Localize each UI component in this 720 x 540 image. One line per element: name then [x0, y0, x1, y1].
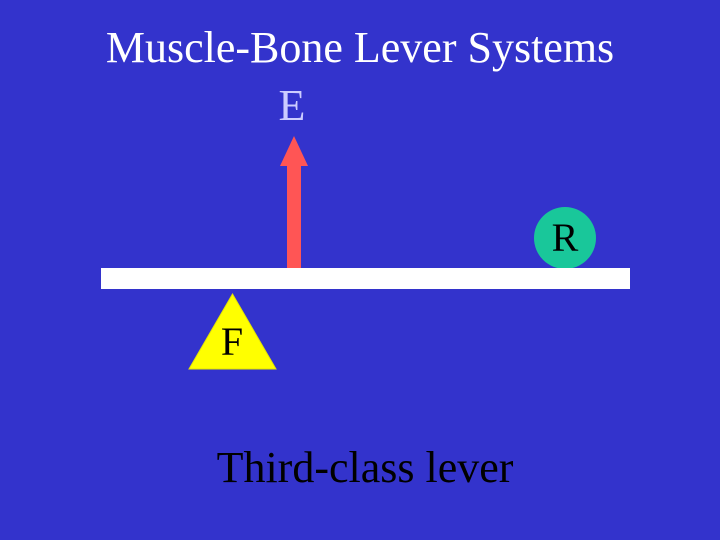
effort-arrow [280, 136, 308, 270]
resistance-circle: R [534, 207, 596, 269]
resistance-label: R [551, 215, 579, 260]
fulcrum-triangle [188, 293, 277, 370]
fulcrum-label: F [220, 319, 244, 364]
slide-title: Muscle-Bone Lever Systems [105, 23, 615, 72]
effort-label: E [278, 81, 306, 130]
lever-bar [101, 268, 630, 289]
lever-caption: Third-class lever [216, 443, 514, 492]
effort-arrow-head [280, 136, 308, 166]
effort-arrow-shaft [287, 164, 301, 270]
